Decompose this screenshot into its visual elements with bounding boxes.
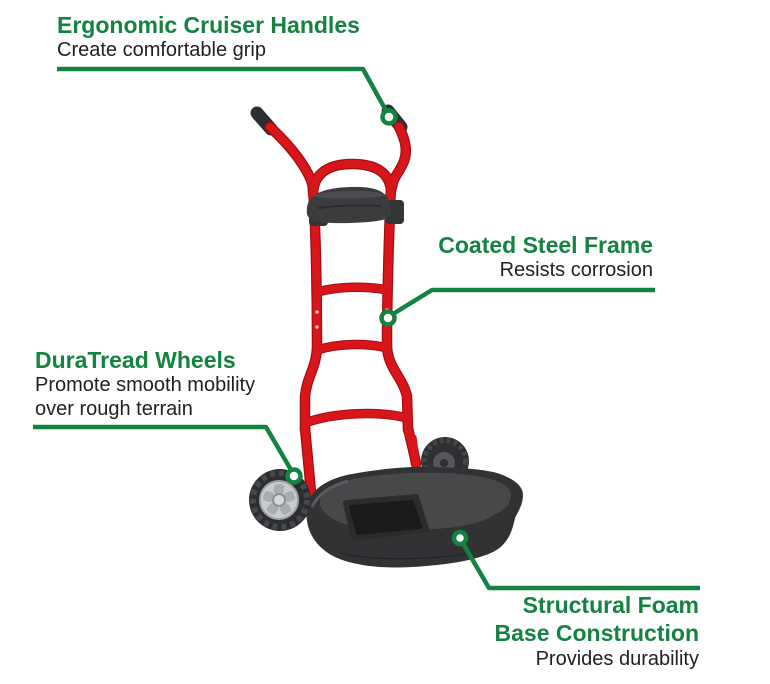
callout-marker-handles <box>380 108 398 126</box>
callout-base-subtitle: Provides durability <box>535 648 699 670</box>
base-rim-highlight <box>310 479 349 508</box>
left-tire-tread <box>250 470 310 530</box>
callout-frame: Coated Steel Frame Resists corrosion <box>438 232 653 282</box>
hand-truck <box>249 104 523 568</box>
callout-wheels-subtitle-line2: over rough terrain <box>35 398 193 420</box>
callout-marker-frame <box>379 309 397 327</box>
callout-line-frame <box>386 287 655 319</box>
right-handle-tube <box>388 123 410 191</box>
top-arch-tube <box>309 159 395 197</box>
left-hub-rim <box>259 480 299 520</box>
callout-connectors <box>33 66 700 591</box>
callout-line-handles <box>57 66 391 118</box>
callout-frame-title: Coated Steel Frame <box>438 232 653 258</box>
callout-handles-title: Ergonomic Cruiser Handles <box>57 12 360 38</box>
left-axle-cap <box>272 493 286 507</box>
callout-frame-subtitle: Resists corrosion <box>499 259 653 281</box>
right-rail <box>382 182 412 434</box>
crossbar-middle <box>313 340 391 354</box>
structural-foam-base <box>306 466 523 568</box>
callout-base-title-line2: Base Construction <box>494 620 699 646</box>
callout-base: Structural Foam Base Construction Provid… <box>495 591 699 671</box>
callout-handles-subtitle: Create comfortable grip <box>57 39 266 61</box>
clamp-ridge <box>317 204 382 209</box>
base-front-shadow <box>335 551 478 560</box>
right-leg-front <box>409 434 421 476</box>
callout-marker-wheels <box>285 467 303 485</box>
crossbar-upper <box>313 283 391 296</box>
callout-wheels-title: DuraTread Wheels <box>35 347 236 373</box>
bolt <box>315 310 319 314</box>
clamp-highlight <box>312 190 386 199</box>
callout-handles: Ergonomic Cruiser Handles Create comfort… <box>57 12 360 62</box>
callout-line-base <box>459 538 700 591</box>
right-axle-cap <box>440 459 448 467</box>
callout-wheels-subtitle-line1: Promote smooth mobility <box>35 374 256 396</box>
callout-wheels: DuraTread Wheels Promote smooth mobility… <box>35 347 255 421</box>
base-hole <box>349 500 422 535</box>
bolt <box>315 325 319 329</box>
callout-base-title-line1: Structural Foam <box>522 592 699 618</box>
coated-steel-frame <box>266 123 420 496</box>
crossbar-lower <box>301 409 411 427</box>
clamp-bracket <box>306 186 404 226</box>
left-leg <box>301 424 315 496</box>
callout-line-wheels <box>33 424 296 477</box>
callout-marker-base <box>451 529 469 547</box>
left-hub-spokes <box>263 484 295 515</box>
